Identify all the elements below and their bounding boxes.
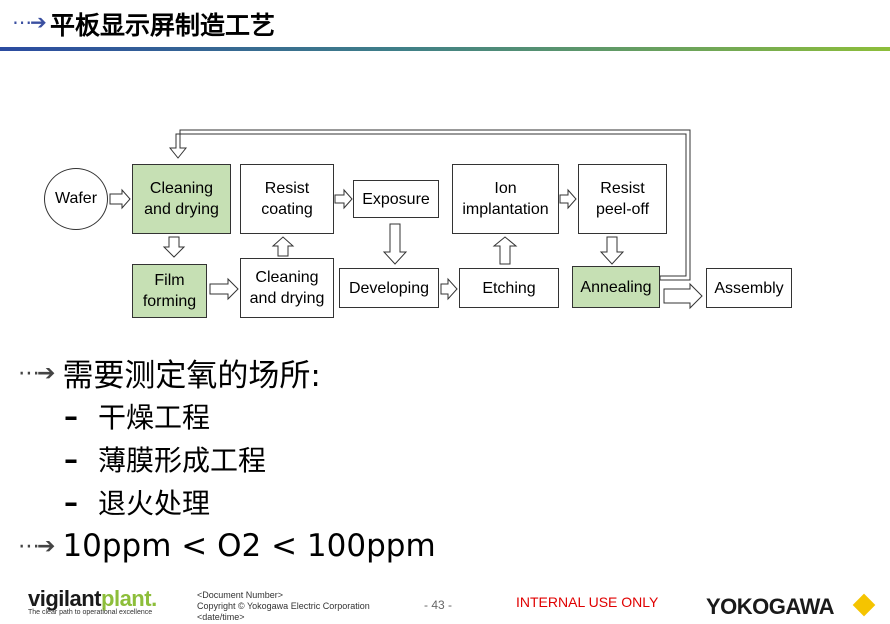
arrow-right-icon: [109, 188, 131, 210]
node-ion-implantation: Ion implantation: [452, 164, 559, 234]
bullet-range: ⋯➔ 10ppm < O2 < 100ppm: [18, 528, 436, 564]
arrow-up-icon: [271, 236, 295, 257]
dash-marker: –: [64, 442, 78, 476]
node-developing: Developing: [339, 268, 439, 308]
node-resist-coating: Resist coating: [240, 164, 334, 234]
node-annealing: Annealing: [572, 266, 660, 308]
sub-item: – 退火处理: [64, 482, 210, 522]
yokogawa-logo: YOKOGAWA: [706, 594, 835, 619]
doc-number: <Document Number>: [197, 590, 284, 600]
logo-tagline: The clear path to operational excellence: [28, 609, 153, 616]
page-number: - 43 -: [424, 598, 453, 612]
node-cleaning-drying-2: Cleaning and drying: [240, 258, 334, 318]
sub-item: – 干燥工程: [64, 396, 210, 436]
arrow-right-icon: [663, 282, 703, 310]
footer-meta: <Document Number> Copyright © Yokogawa E…: [197, 590, 370, 623]
node-assembly: Assembly: [706, 268, 792, 308]
node-exposure: Exposure: [353, 180, 439, 218]
flow-connectors: [109, 129, 703, 310]
process-flow-diagram: Wafer Cleaning and drying Resist coating…: [44, 129, 792, 318]
node-resist-peel-off: Resist peel-off: [578, 164, 667, 234]
dash-marker: –: [64, 399, 78, 433]
arrow-down-icon: [599, 236, 625, 265]
copyright: Copyright © Yokogawa Electric Corporatio…: [197, 601, 370, 611]
date-time: <date/time>: [197, 612, 245, 622]
dash-marker: –: [64, 485, 78, 519]
sub-item-text: 退火处理: [98, 487, 211, 520]
arrow-down-icon: [382, 223, 408, 265]
arrow-down-icon: [162, 236, 186, 258]
arrow-right-icon: [334, 188, 353, 210]
logo-text-1: vigilant: [28, 586, 102, 611]
sub-item-text: 干燥工程: [98, 401, 211, 434]
internal-use-label: INTERNAL USE ONLY: [516, 594, 659, 610]
heading-text: 需要测定氧的场所:: [62, 358, 321, 394]
node-film-forming: Film forming: [132, 264, 207, 318]
logo-text-2: plant.: [101, 586, 157, 611]
loop-back-arrow: [168, 129, 691, 281]
arrow-up-icon: [492, 236, 518, 265]
range-text: 10ppm < O2 < 100ppm: [62, 528, 436, 564]
arrow-right-icon: [209, 277, 239, 301]
arrow-right-icon: [559, 188, 577, 210]
bullet-arrow-icon: ⋯➔: [18, 359, 55, 385]
sub-item-text: 薄膜形成工程: [98, 444, 267, 477]
title-bullet-icon: ⋯➔: [12, 12, 47, 34]
node-etching: Etching: [459, 268, 559, 308]
title-divider: [0, 47, 890, 51]
node-wafer: Wafer: [44, 168, 108, 230]
yokogawa-diamond-icon: [852, 593, 876, 617]
sub-item: – 薄膜形成工程: [64, 439, 266, 479]
node-cleaning-drying-1: Cleaning and drying: [132, 164, 231, 234]
arrow-right-icon: [440, 277, 458, 301]
page-title: 平板显示屏制造工艺: [50, 11, 276, 40]
bullet-heading: ⋯➔ 需要测定氧的场所:: [18, 350, 321, 395]
bullet-arrow-icon: ⋯➔: [18, 533, 55, 558]
title-bar: ⋯➔ 平板显示屏制造工艺: [0, 0, 890, 54]
vigilantplant-logo: vigilantplant. The clear path to operati…: [28, 586, 157, 616]
